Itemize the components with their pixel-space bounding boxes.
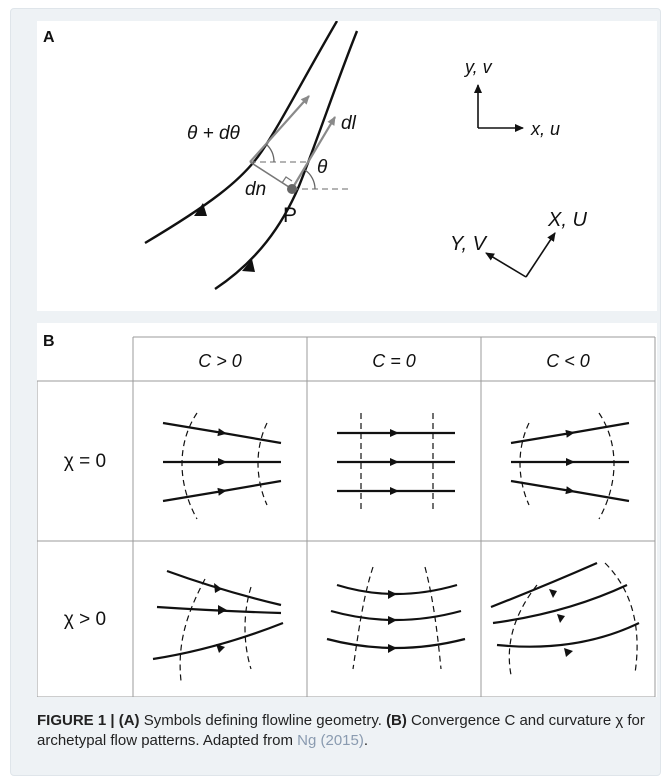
label-dn: dn — [245, 179, 266, 200]
caption-end: . — [363, 732, 369, 749]
label-axis-x: x, u — [530, 119, 560, 139]
caption-b-label: (B) — [386, 712, 407, 729]
row-header-chi-zero: χ = 0 — [64, 451, 106, 472]
flow-pattern-table: C > 0 C = 0 C < 0 χ = 0 χ > 0 — [36, 336, 656, 698]
point-p-dot — [287, 184, 297, 194]
axis-X-arrow — [525, 232, 556, 278]
pattern-diverging-curved — [490, 561, 640, 676]
label-theta: θ — [317, 157, 328, 178]
label-axis-Y: Y, V — [450, 233, 488, 255]
axis-Y-arrow — [485, 252, 527, 278]
flowline-left — [144, 20, 339, 245]
flowline-arrowhead-right — [242, 259, 255, 272]
col-header-c-positive: C > 0 — [198, 351, 242, 371]
panel-b: B C > 0 C = 0 C < 0 — [36, 323, 657, 698]
flowline-geometry-diagram: θ + dθ dl θ dn P y, v x, u X, U Y, V — [144, 20, 587, 290]
tangent-arrow-left — [249, 95, 310, 163]
figure-frame: A — [10, 8, 661, 776]
label-p: P — [283, 204, 297, 227]
caption-a-label: (A) — [118, 712, 140, 729]
pattern-diverging-straight — [510, 412, 630, 520]
caption-b-text: Convergence C and curvature χ for archet… — [37, 712, 645, 749]
col-header-c-zero: C = 0 — [372, 351, 416, 371]
pattern-converging-curved — [152, 569, 284, 682]
pattern-parallel-straight — [337, 413, 455, 509]
tangent-arrow-dl — [291, 116, 336, 190]
label-dl: dl — [341, 113, 357, 134]
right-angle-marker — [281, 176, 293, 184]
pattern-converging-straight — [162, 412, 282, 520]
caption-reference-link[interactable]: Ng (2015) — [297, 732, 364, 749]
angle-arc-right — [304, 169, 316, 190]
label-axis-y: y, v — [463, 57, 493, 77]
angle-arc-left — [265, 143, 275, 163]
panel-a-label: A — [43, 29, 55, 46]
panel-b-label: B — [43, 333, 55, 350]
flowline-arrowhead-left — [194, 203, 207, 216]
label-theta-plus-dtheta: θ + dθ — [187, 123, 241, 144]
flowline-right — [214, 30, 359, 290]
dn-segment — [249, 161, 293, 190]
panel-a: A — [37, 20, 657, 311]
col-header-c-negative: C < 0 — [546, 351, 590, 371]
pattern-parallel-curved — [326, 566, 466, 670]
caption-figure-label: FIGURE 1 | — [37, 712, 119, 729]
caption-a-text: Symbols defining flowline geometry. — [139, 712, 387, 729]
row-header-chi-positive: χ > 0 — [64, 609, 106, 630]
label-axis-X: X, U — [547, 209, 587, 231]
figure-caption: FIGURE 1 | (A) Symbols defining flowline… — [37, 711, 647, 751]
